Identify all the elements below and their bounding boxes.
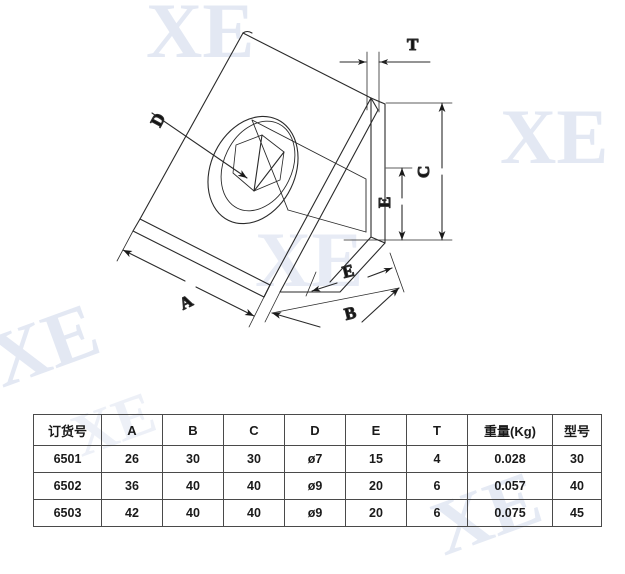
table-cell-t: 4 [406, 445, 468, 473]
table-cell-weight: 0.028 [467, 445, 553, 473]
table-cell-model: 45 [552, 499, 602, 527]
bracket-drawing: D T C E [116, 30, 453, 328]
table-header-cell: A [101, 414, 163, 446]
table-cell-weight: 0.057 [467, 472, 553, 500]
table-cell-c: 30 [223, 445, 285, 473]
dimension-c [343, 102, 453, 241]
table-cell-a: 42 [101, 499, 163, 527]
table-cell-e: 20 [345, 472, 407, 500]
table-cell-t: 6 [406, 472, 468, 500]
bracket-gusset [251, 119, 367, 233]
table-cell-b: 30 [162, 445, 224, 473]
table-cell-code: 6503 [33, 499, 102, 527]
table-cell-model: 40 [552, 472, 602, 500]
dimension-label-d: D [147, 110, 170, 130]
table-cell-weight: 0.075 [467, 499, 553, 527]
table-cell-b: 40 [162, 472, 224, 500]
dimension-label-e-bottom: E [340, 261, 356, 282]
table-header-cell: E [345, 414, 407, 446]
dimension-label-a: A [176, 291, 196, 314]
table-cell-e: 15 [345, 445, 407, 473]
table-cell-d: ø7 [284, 445, 346, 473]
dimension-label-t: T [407, 35, 419, 54]
table-header-cell: C [223, 414, 285, 446]
table-cell-model: 30 [552, 445, 602, 473]
table-header-cell: 型号 [552, 414, 602, 446]
drawing-page: XE XE XE XE XE XE [0, 0, 608, 572]
dimension-t [339, 51, 431, 113]
table-header-cell: T [406, 414, 468, 446]
table-cell-t: 6 [406, 499, 468, 527]
table-header-cell: B [162, 414, 224, 446]
table-cell-b: 40 [162, 499, 224, 527]
table-cell-a: 36 [101, 472, 163, 500]
dimension-a [116, 230, 265, 328]
table-row: 6503 42 40 40 ø9 20 6 0.075 45 [33, 499, 602, 527]
dimension-label-e-right: E [375, 197, 394, 208]
bracket-hole [207, 115, 299, 225]
table-cell-d: ø9 [284, 499, 346, 527]
table-row: 6502 36 40 40 ø9 20 6 0.057 40 [33, 472, 602, 500]
table-cell-d: ø9 [284, 472, 346, 500]
table-cell-c: 40 [223, 499, 285, 527]
table-header-cell: 重量(Kg) [467, 414, 553, 446]
dimension-label-b: B [342, 303, 358, 324]
bracket-back-plate [279, 97, 386, 293]
bracket-top-plate [132, 30, 379, 298]
dimension-d [151, 112, 248, 179]
dimension-e-right [385, 167, 413, 241]
table-header-row: 订货号 A B C D E T 重量(Kg) 型号 [33, 414, 602, 446]
dimension-b [264, 252, 405, 328]
table-cell-code: 6501 [33, 445, 102, 473]
dimension-e-bottom [305, 267, 393, 297]
table-cell-code: 6502 [33, 472, 102, 500]
table-cell-c: 40 [223, 472, 285, 500]
table-cell-e: 20 [345, 499, 407, 527]
table-cell-a: 26 [101, 445, 163, 473]
table-header-cell: D [284, 414, 346, 446]
table-row: 6501 26 30 30 ø7 15 4 0.028 30 [33, 445, 602, 473]
dimension-label-c: C [414, 166, 433, 178]
table-header-cell: 订货号 [33, 414, 102, 446]
specification-table: 订货号 A B C D E T 重量(Kg) 型号 6501 26 30 30 … [33, 414, 602, 527]
